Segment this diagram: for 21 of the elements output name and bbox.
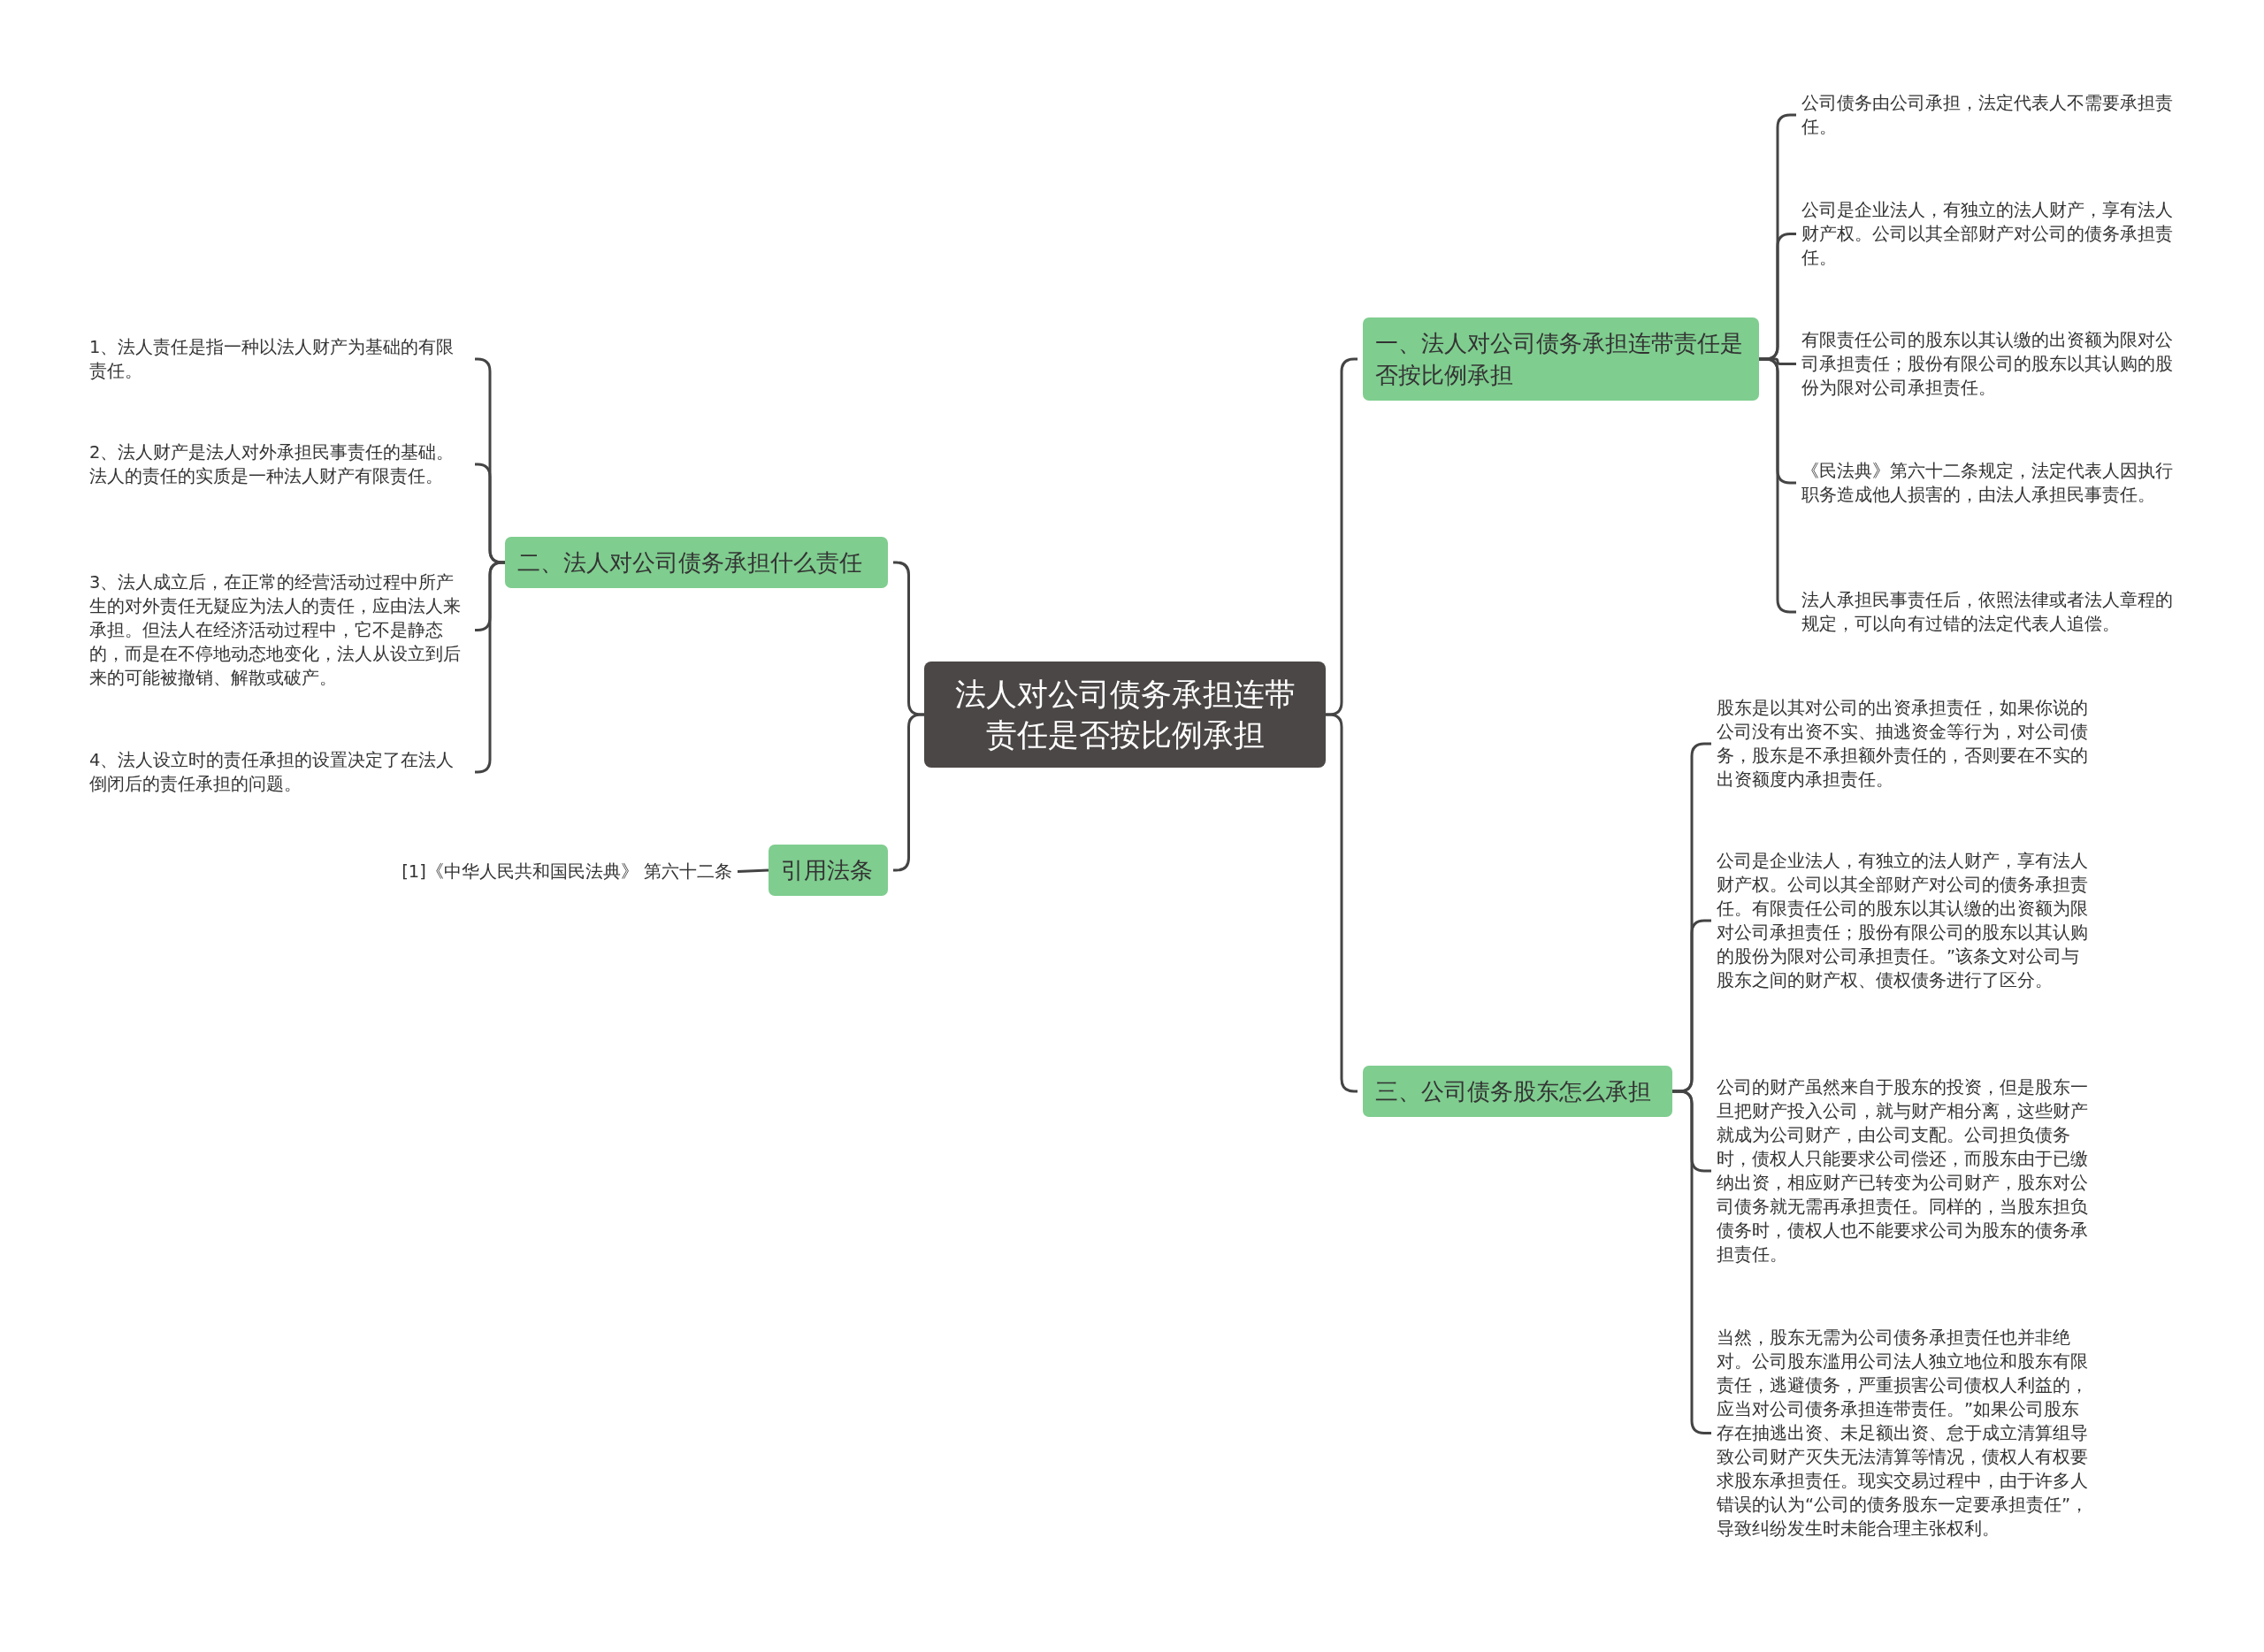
- topic-box: 一、法人对公司债务承担连带责任是否按比例承担: [1363, 317, 1759, 401]
- note-text: 有限责任公司的股东以其认缴的出资额为限对公司承担责任；股份有限公司的股东以其认购的股份为限对公司承担责任。: [1801, 328, 2182, 400]
- topic-box: 三、公司债务股东怎么承担: [1363, 1066, 1672, 1117]
- central-topic-box: 法人对公司债务承担连带责任是否按比例承担: [924, 662, 1326, 768]
- note-text: 3、法人成立后，在正常的经营活动过程中所产生的对外责任无疑应为法人的责任，应由法人来承担。但法人在经济活动过程中，它不是静态的，而是在不停地动态地变化，法人从设立到后来的可能被撤销、解散或破产。: [89, 570, 470, 690]
- note-text: 2、法人财产是法人对外承担民事责任的基础。法人的责任的实质是一种法人财产有限责任。: [89, 440, 470, 488]
- note-text: 法人承担民事责任后，依照法律或者法人章程的规定，可以向有过错的法定代表人追偿。: [1801, 588, 2182, 636]
- topic-box: 引用法条: [769, 845, 888, 896]
- note-text: 《民法典》第六十二条规定，法定代表人因执行职务造成他人损害的，由法人承担民事责任。: [1801, 459, 2182, 507]
- note-text: 公司的财产虽然来自于股东的投资，但是股东一旦把财产投入公司，就与财产相分离，这些财产就成为公司财产，由公司支配。公司担负债务时，债权人只能要求公司偿还，而股东由于已缴纳出资，相应财产已转变为公司财产，股东对公司债务就无需再承担责任。同样的，当股东担负债务时，债权人也不能要求公司为股东的债务承担责任。: [1717, 1075, 2095, 1266]
- note-text: 公司是企业法人，有独立的法人财产，享有法人财产权。公司以其全部财产对公司的债务承担责任。: [1801, 198, 2182, 270]
- connector: [737, 868, 769, 873]
- note-text: 公司债务由公司承担，法定代表人不需要承担责任。: [1801, 91, 2182, 139]
- note-text: [1]《中华人民共和国民法典》 第六十二条: [402, 860, 732, 883]
- note-text: 1、法人责任是指一种以法人财产为基础的有限责任。: [89, 335, 470, 383]
- note-text: 当然，股东无需为公司债务承担责任也并非绝对。公司股东滥用公司法人独立地位和股东有限责任，逃避债务，严重损害公司债权人利益的，应当对公司债务承担连带责任。”如果公司股东存在抽逃出资、未足额出资、怠于成立清算组导致公司财产灭失无法清算等情况，债权人有权要求股东承担责任。现实交易过程中，由于许多人错误的认为“公司的债务股东一定要承担责任”，导致纠纷发生时未能合理主张权利。: [1717, 1326, 2095, 1541]
- note-text: 股东是以其对公司的出资承担责任，如果你说的公司没有出资不实、抽逃资金等行为，对公司债务，股东是不承担额外责任的，否则要在不实的出资额度内承担责任。: [1717, 696, 2095, 792]
- note-text: 4、法人设立时的责任承担的设置决定了在法人倒闭后的责任承担的问题。: [89, 748, 470, 796]
- topic-box: 二、法人对公司债务承担什么责任: [505, 537, 888, 588]
- note-text: 公司是企业法人，有独立的法人财产，享有法人财产权。公司以其全部财产对公司的债务承担责任。有限责任公司的股东以其认缴的出资额为限对公司承担责任；股份有限公司的股东以其认购的股份为限对公司承担责任。”该条文对公司与股东之间的财产权、债权债务进行了区分。: [1717, 849, 2095, 992]
- connector: [475, 463, 505, 564]
